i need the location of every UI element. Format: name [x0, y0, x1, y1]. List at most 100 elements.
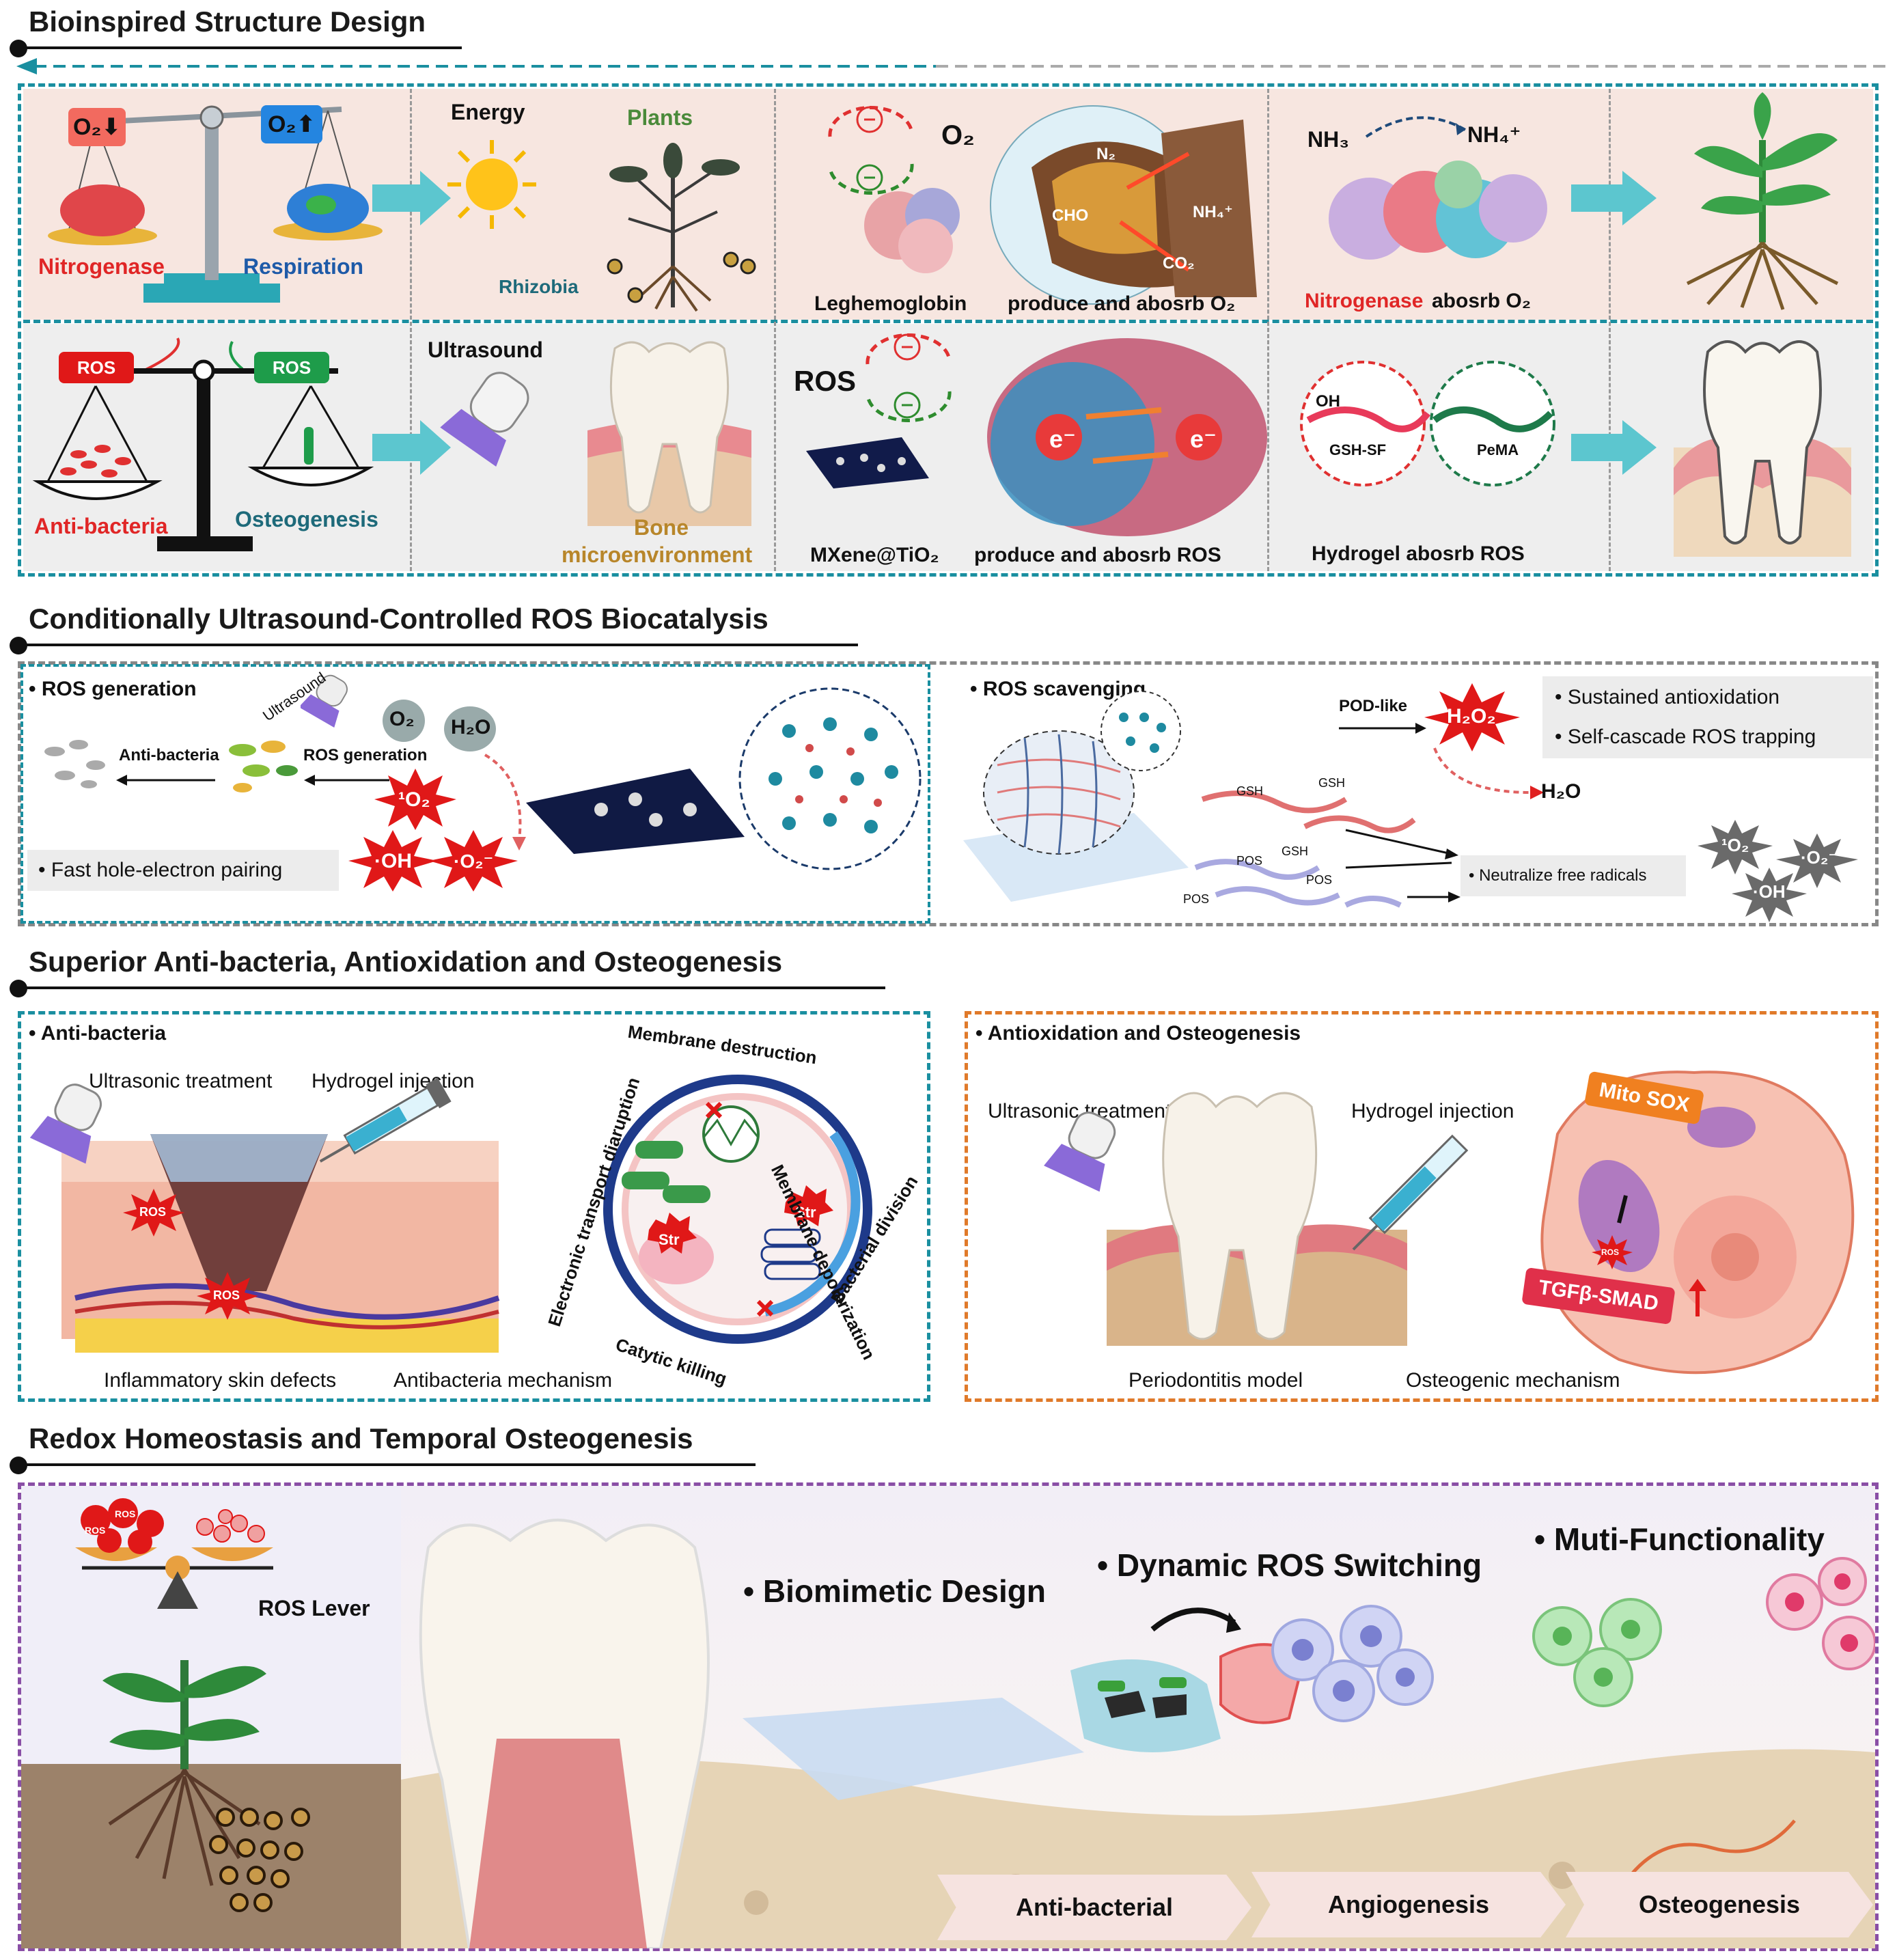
stage-osteogenesis: Osteogenesis — [1566, 1872, 1873, 1937]
soil-bg — [21, 1764, 401, 1948]
ros-lever-s4-ros-a: ROS — [85, 1525, 106, 1536]
ros-burst-s3-a — [123, 1189, 184, 1237]
osteogenic-mechanism-label: Osteogenic mechanism — [1406, 1369, 1620, 1392]
plant-rhizobia-icon — [607, 143, 756, 312]
superoxide-label: ·O₂⁻ — [454, 851, 494, 872]
produce-absorb-o2-label: produce and abosrb O₂ — [1008, 292, 1236, 315]
pos-label-3: POS — [1306, 873, 1333, 887]
ros-label-s3-b: ROS — [213, 1288, 240, 1302]
rhizobia-label: Rhizobia — [499, 276, 579, 297]
redox-left-bg — [21, 1486, 401, 1797]
superoxide-burst — [429, 830, 518, 892]
row-divider — [23, 320, 1873, 323]
antioxidation-panel — [965, 1011, 1879, 1402]
h2o-bubble — [444, 706, 496, 751]
antioxidation-title: • Antioxidation and Osteogenesis — [975, 1022, 1301, 1045]
gray-singlet-label: ¹O₂ — [1721, 835, 1749, 855]
ultrasonic-treatment-label: Ultrasonic treatment — [89, 1070, 273, 1092]
teal-arrow-4 — [1571, 420, 1657, 475]
energy-label: Energy — [451, 100, 525, 124]
singlet-oxygen-label: ¹O₂ — [398, 788, 430, 811]
singlet-oxygen-burst — [374, 769, 456, 830]
gsh-sf-label: GSH-SF — [1329, 441, 1387, 458]
arrow-right-pod — [1339, 723, 1426, 734]
muti-functionality-label: • Muti-Functionality — [1534, 1521, 1825, 1557]
gsh-pos-chains — [1194, 790, 1460, 908]
plant-icon — [1686, 92, 1839, 310]
osteogenesis-label-row2: Osteogenesis — [235, 507, 378, 532]
hydrogel-chains-icon — [1300, 361, 1555, 486]
bone-micro-label-2: microenvironment — [562, 542, 753, 567]
ros-generation-title: • ROS generation — [29, 678, 197, 700]
live-bacteria-icon — [229, 741, 298, 792]
arrow-left-2 — [304, 775, 389, 786]
redox-cycle-icon — [828, 105, 914, 195]
section-title-bioinspired: Bioinspired Structure Design — [29, 5, 426, 38]
ros-badge-left: ROS — [59, 352, 134, 383]
flow-arrow-top — [16, 58, 1885, 74]
pos-label-2: POS — [1183, 892, 1210, 906]
gray-oh-label: ·OH — [1753, 881, 1786, 902]
o2-bubble-label: O₂ — [389, 708, 415, 730]
hydrogel-injection-label: Hydrogel injection — [311, 1070, 475, 1092]
section-title-rule — [18, 986, 885, 989]
antibacteria-label-s2: Anti-bacteria — [119, 746, 219, 764]
produce-absorb-ros-label: produce and abosrb ROS — [974, 544, 1221, 566]
h2o2-label: H₂O₂ — [1447, 705, 1496, 728]
skin-defect-illustration — [29, 1077, 500, 1353]
arrow-left-1 — [116, 775, 215, 786]
pod-like-label: POD-like — [1339, 697, 1408, 715]
inflammatory-label: Inflammatory skin defects — [104, 1369, 337, 1392]
mxene-sheet-icon — [806, 437, 929, 488]
periodontitis-label: Periodontitis model — [1128, 1369, 1303, 1392]
ros-redox-cycle-icon — [866, 333, 952, 423]
nitrogenase-label: Nitrogenase — [38, 254, 165, 279]
electron-label-right: e⁻ — [1190, 425, 1217, 453]
ros-burst-small-cell — [1592, 1235, 1633, 1269]
antibacteria-panel — [18, 1011, 930, 1402]
teal-arrow-1 — [372, 171, 451, 225]
electron-label-left: e⁻ — [1049, 425, 1077, 453]
ros-generation-label: ROS generation — [303, 746, 428, 764]
ros-lever-icon — [75, 1498, 273, 1609]
nh3-label: NH₃ — [1307, 127, 1350, 152]
teal-arrow-3 — [372, 420, 451, 475]
gray-radical-bursts — [1698, 820, 1858, 922]
section-title-superior: Superior Anti-bacteria, Antioxidation an… — [29, 946, 783, 978]
nh4-plus-label: NH₄⁺ — [1467, 122, 1521, 147]
ros-lever-s4-ros-b: ROS — [115, 1508, 136, 1519]
ultrasound-label-row2: Ultrasound — [428, 337, 543, 362]
o2-bubble — [383, 700, 425, 742]
ros-label-s3-a: ROS — [139, 1205, 167, 1219]
antibacteria-label-row2: Anti-bacteria — [34, 514, 168, 538]
teal-arrow-2 — [1571, 171, 1657, 225]
gsh-label-3: GSH — [1282, 844, 1309, 858]
h2o-bubble-label: H₂O — [451, 716, 491, 739]
antibacteria-mechanism-ring — [603, 1075, 872, 1344]
ros-generation-panel — [20, 664, 930, 924]
o2-down-badge: O₂⬇ — [68, 108, 126, 146]
dashed-arrow-h2o — [1433, 747, 1544, 799]
hydrogel-injection-label-2: Hydrogel injection — [1351, 1100, 1514, 1122]
mxene-label: MXene@TiO₂ — [810, 544, 939, 566]
dashed-arrow-to-burst — [484, 754, 526, 851]
ros-scavenging-title: • ROS scavenging — [970, 678, 1146, 700]
ultrasound-probe-icon — [440, 372, 529, 467]
ros-small-label: ROS — [1601, 1247, 1620, 1257]
fast-pairing-box: • Fast hole-electron pairing — [27, 850, 339, 891]
col-divider-2 — [774, 89, 776, 571]
periodontitis-illustration — [1044, 1092, 1469, 1346]
stress-label-a: Str — [659, 1231, 680, 1248]
co2-label: CO₂ — [1163, 254, 1195, 273]
healthy-tooth-icon — [1674, 340, 1851, 557]
ros-biocatalysis-panel — [18, 661, 1879, 926]
nitrogenase-absorb-label-a: Nitrogenase — [1305, 290, 1424, 312]
h2o-out-label: H₂O — [1541, 780, 1581, 803]
hydrogel-network-icon — [963, 691, 1189, 902]
self-cascade-label: • Self-cascade ROS trapping — [1555, 726, 1816, 748]
section-title-ros-biocatalysis: Conditionally Ultrasound-Controlled ROS … — [29, 603, 769, 635]
gsh-label-2: GSH — [1318, 776, 1346, 790]
electron-lattice-icon — [987, 338, 1267, 536]
gray-superoxide-label: ·O₂⁻ — [1801, 847, 1838, 868]
bone-micro-label-1: Bone — [634, 515, 689, 540]
